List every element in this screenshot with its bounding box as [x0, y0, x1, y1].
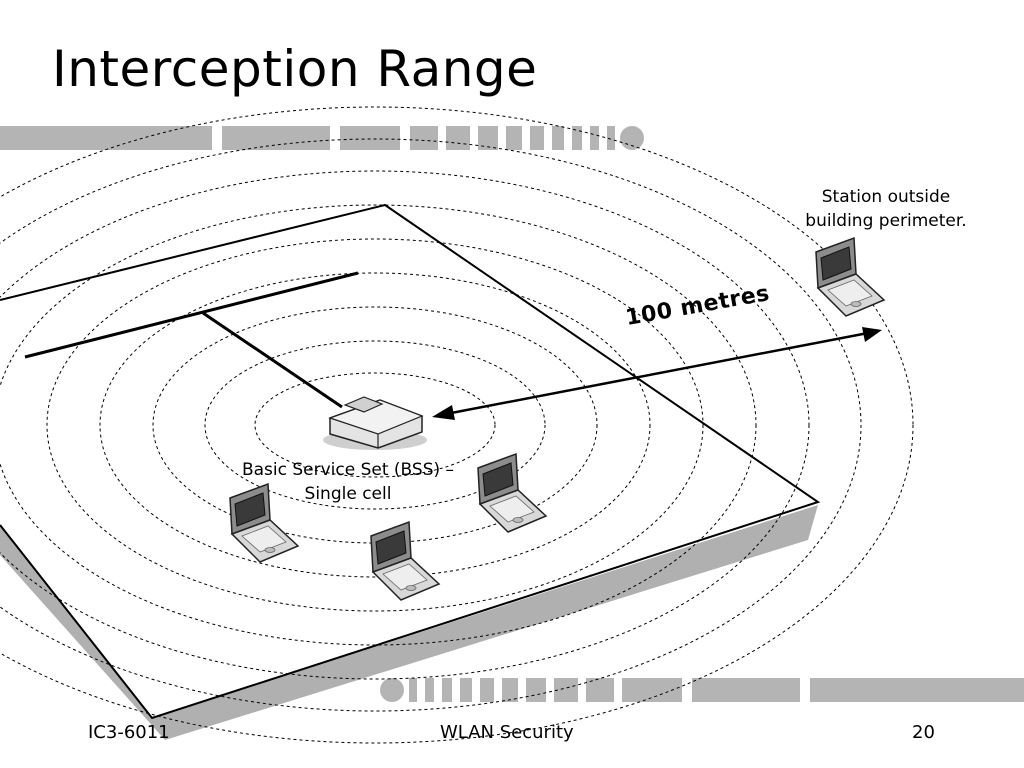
laptop-icon [815, 237, 885, 317]
laptop-icon [370, 521, 440, 601]
access-point-icon [323, 396, 427, 450]
station-label-line2: building perimeter. [805, 211, 967, 231]
station-label: Station outside building perimeter. [780, 185, 992, 233]
bss-label: Basic Service Set (BSS) – Single cell [200, 458, 496, 506]
top-decorative-band [0, 126, 644, 150]
building-perimeter [0, 203, 821, 720]
footer-center: WLAN Security [440, 722, 574, 743]
wired-backbone [24, 271, 359, 409]
distance-arrow [432, 327, 882, 420]
footer-left: IC3-6011 [88, 722, 170, 743]
slide-title: Interception Range [52, 40, 538, 98]
bss-label-line2: Single cell [304, 484, 392, 504]
page-number: 20 [912, 722, 935, 743]
bss-label-line1: Basic Service Set (BSS) – [241, 460, 455, 480]
station-label-line1: Station outside [821, 187, 951, 207]
bottom-decorative-band [380, 678, 1024, 702]
